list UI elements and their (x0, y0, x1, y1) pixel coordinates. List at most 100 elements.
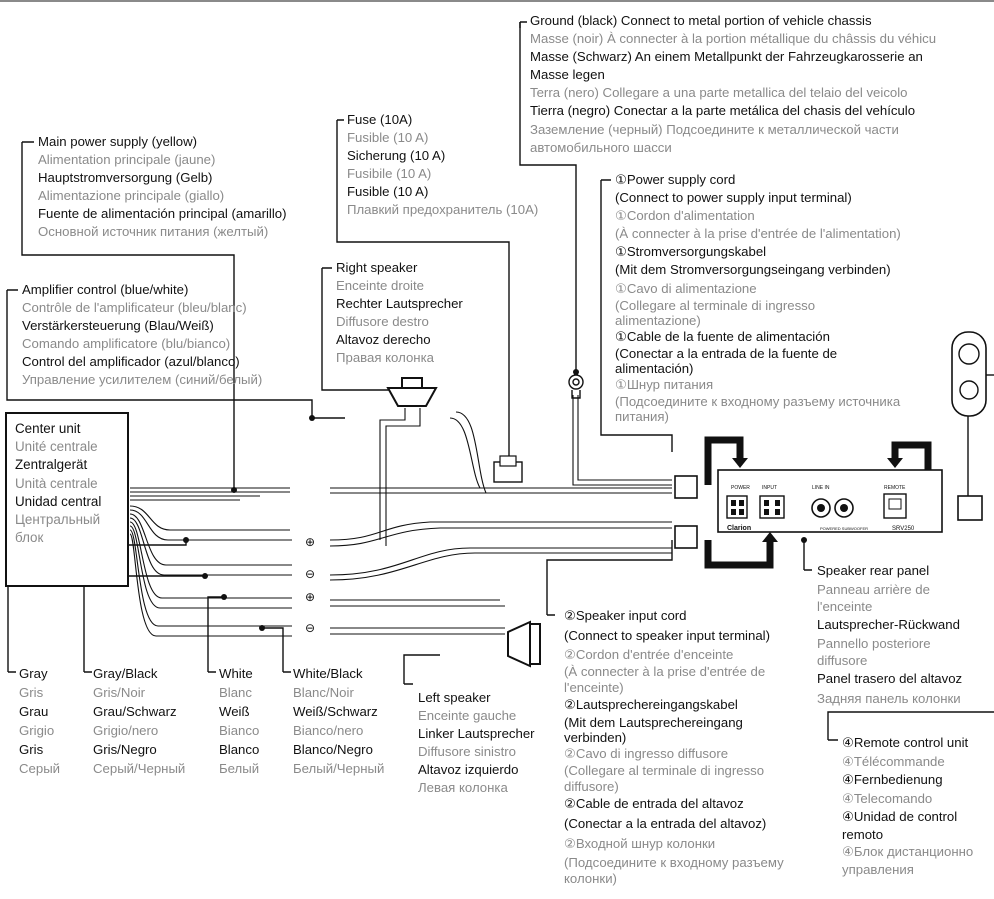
main-power-fr: Alimentation principale (jaune) (38, 152, 216, 168)
speaker-input-ru-3: колонки) (564, 871, 617, 886)
wire-gray-label-block: Gray Gris Grau Grigio Gris Серый (19, 664, 60, 778)
remote-de: ④Fernbedienung (842, 772, 943, 787)
wire-gray-black-ru: Серый/Черный (93, 761, 186, 776)
ground-de-2: Masse legen (530, 67, 605, 83)
right-speaker-leader-line (321, 267, 393, 391)
remote-es-2: remoto (842, 827, 884, 842)
wire-gray-black-de: Grau/Schwarz (93, 704, 177, 719)
speaker-input-de-3: verbinden) (564, 730, 627, 745)
plus-mark-1: ⊕ (305, 535, 315, 549)
wire-gray-ru: Серый (19, 761, 61, 776)
power-cord-ru-1: ①Шнур питания (615, 376, 714, 392)
speaker-input-en-2: (Connect to speaker input terminal) (564, 628, 770, 643)
wire-gray-black-fr: Gris/Noir (93, 685, 146, 700)
speaker-input-ru-2: (Подсоедините к входному разъему (564, 855, 784, 870)
subtitle-label: POWERED SUBWOOFER (820, 526, 868, 531)
left-speaker-fr: Enceinte gauche (418, 708, 517, 724)
right-speaker-it: Diffusore destro (336, 314, 429, 330)
wire-white-black-fr: Blanc/Noir (293, 685, 354, 700)
model-label: SRV250 (892, 526, 915, 532)
power-cord-es-2: (Conectar a la entrada de la fuente de (615, 345, 838, 361)
speaker-input-es-2: (Conectar a la entrada del altavoz) (564, 816, 767, 831)
left-speaker-de: Linker Lautsprecher (418, 726, 535, 742)
ground-label-block: Ground (black) Connect to metal portion … (530, 12, 936, 157)
wire-harness (129, 395, 672, 637)
amp-control-en: Amplifier control (blue/white) (22, 282, 189, 297)
remote-ru-2: управления (842, 862, 914, 877)
main-power-ru: Основной источник питания (желтый) (38, 224, 269, 240)
port-power-label: POWER (731, 485, 750, 491)
ground-en: Ground (black) Connect to metal portion … (530, 13, 872, 28)
speaker-input-de-1: ②Lautsprechereingangskabel (564, 697, 738, 712)
top-rule (0, 0, 994, 2)
power-cord-it-3: alimentazione) (615, 312, 701, 328)
power-connector-icon (674, 475, 698, 499)
speaker-rear-es: Panel trasero del altavoz (817, 671, 963, 686)
wire-white-en: White (219, 666, 253, 681)
speaker-input-label-block: ②Speaker input cord (Connect to speaker … (564, 606, 784, 886)
speaker-rear-fr-1: Panneau arrière de (817, 582, 930, 597)
fuse-fr: Fusible (10 A) (347, 130, 429, 146)
fuse-label-block: Fuse (10A) Fusible (10 A) Sicherung (10 … (347, 111, 538, 220)
fuse-leader-line (336, 119, 510, 460)
speaker-input-it-3: diffusore) (564, 779, 619, 794)
remote-ru-1: ④Блок дистанционно (842, 844, 974, 859)
left-speaker-en: Left speaker (418, 690, 491, 705)
speaker-input-leader-line (546, 540, 673, 616)
power-cord-es-1: ①Cable de la fuente de alimentación (615, 328, 830, 344)
left-speaker-es: Altavoz izquierdo (418, 762, 519, 778)
speaker-input-fr-3: l'enceinte) (564, 680, 624, 695)
center-unit-ru-2: блок (15, 530, 44, 546)
speaker-rear-en: Speaker rear panel (817, 563, 930, 578)
left-speaker-leader-line (403, 654, 440, 685)
right-speaker-de: Rechter Lautsprecher (336, 296, 463, 312)
amp-control-fr: Contrôle de l'amplificateur (bleu/blanc) (22, 300, 247, 316)
amp-control-ru: Управление усилителем (синий/белый) (22, 372, 263, 388)
power-cord-it-1: ①Cavo di alimentazione (615, 280, 757, 296)
fuse-en: Fuse (10A) (347, 112, 413, 127)
wire-white-es: Blanco (219, 742, 260, 757)
port-input-label: INPUT (762, 485, 777, 491)
center-unit-de: Zentralgerät (15, 457, 88, 473)
right-speaker-ru: Правая колонка (336, 350, 434, 366)
wire-gray-black-en: Gray/Black (93, 666, 158, 681)
right-speaker-label-block: Right speaker Enceinte droite Rechter La… (336, 259, 463, 368)
speaker-input-es-1: ②Cable de entrada del altavoz (564, 796, 744, 811)
power-cord-en-2: (Connect to power supply input terminal) (615, 190, 852, 206)
center-unit-box: Center unit Unité centrale Zentralgerät … (5, 412, 129, 587)
wire-white-black-de: Weiß/Schwarz (293, 704, 378, 719)
ground-fr: Masse (noir) À connecter à la portion mé… (530, 31, 937, 47)
speaker-rear-ru: Задняя панель колонки (817, 691, 961, 706)
ground-ru-2: автомобильного шасси (530, 139, 672, 155)
main-power-label-block: Main power supply (yellow) Alimentation … (38, 133, 286, 242)
left-speaker-ru: Левая колонка (418, 780, 508, 796)
speaker-input-en-1: ②Speaker input cord (564, 608, 687, 623)
fuse-de: Sicherung (10 A) (347, 148, 446, 164)
wire-gray-black-label-block: Gray/Black Gris/Noir Grau/Schwarz Grigio… (93, 664, 185, 778)
power-cord-ru-2: (Подсоедините к входному разъему источни… (615, 393, 901, 409)
fuse-es: Fusible (10 A) (347, 184, 429, 200)
ground-leader-line (519, 22, 577, 372)
wire-gray-it: Grigio (19, 723, 55, 738)
wire-white-fr: Blanc (219, 685, 252, 700)
ground-ru-1: Заземление (черный) Подсоедините к метал… (530, 121, 899, 137)
speaker-input-de-2: (Mit dem Lautsprechereingang (564, 715, 743, 730)
amp-control-de: Verstärkersteuerung (Blau/Weiß) (22, 318, 214, 334)
power-cord-en-1: ①Power supply cord (615, 172, 736, 187)
ground-it: Terra (nero) Collegare a una parte metal… (530, 85, 908, 101)
amp-control-it: Comando amplificatore (blu/bianco) (22, 336, 231, 352)
rear-panel-leader-line (803, 540, 812, 571)
white-leader-line (207, 596, 224, 673)
speaker-rear-label-block: Speaker rear panel Panneau arrière de l'… (817, 561, 962, 709)
ground-terminal-icon (568, 374, 584, 399)
speaker-input-it-1: ②Cavo di ingresso diffusore (564, 746, 729, 761)
wire-white-de: Weiß (219, 704, 250, 719)
wire-white-black-en: White/Black (293, 666, 363, 681)
minus-mark-2: ⊖ (305, 621, 315, 635)
amp-control-es: Control del amplificador (azul/blanco) (22, 354, 240, 370)
speaker-input-ru-1: ②Входной шнур колонки (564, 836, 716, 851)
wire-white-black-it: Bianco/nero (293, 723, 364, 738)
ground-es: Tierra (negro) Conectar a la parte metál… (530, 103, 916, 119)
remote-control-icon (951, 331, 994, 521)
gray-black-leader-line (83, 575, 205, 673)
